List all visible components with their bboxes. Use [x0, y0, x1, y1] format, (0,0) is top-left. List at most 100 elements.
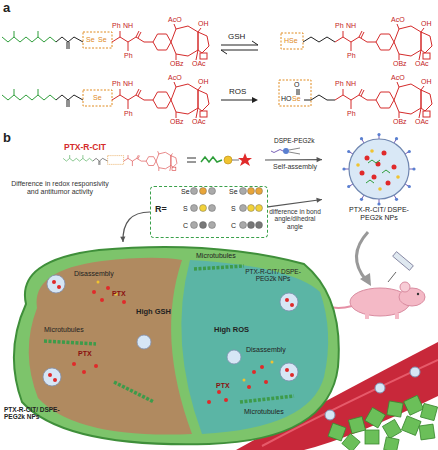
illustration-part [48, 280, 294, 404]
structure-label: Se [98, 36, 107, 44]
edge-label: Difference in redox responsivity and ant… [6, 180, 114, 196]
node-text: S [231, 205, 236, 213]
edge-label: difference in bond angle/dihedral angle [268, 208, 322, 230]
illustration-part [48, 373, 52, 377]
illustration-part [14, 247, 339, 444]
illustration-part [112, 82, 209, 118]
illustration-part [404, 395, 424, 415]
illustration-part [122, 300, 126, 304]
structure-label: AcO [391, 16, 405, 24]
node-text: Se [181, 188, 190, 196]
illustration-part [360, 137, 363, 140]
illustration-part [240, 222, 247, 229]
illustration-part [366, 160, 390, 183]
illustration-part [335, 82, 432, 118]
illustration-part [290, 373, 294, 377]
structure-label: OBz [393, 60, 407, 68]
reaction-row-2 [2, 80, 432, 118]
illustration-part [97, 281, 100, 284]
node-text: High ROS [214, 326, 249, 334]
illustration-part [114, 382, 154, 402]
node-text: PTX-R-CIT [64, 143, 106, 153]
illustration-part [221, 50, 258, 51]
illustration-part [227, 350, 241, 364]
illustration-part [388, 272, 396, 282]
illustration-part [221, 50, 227, 54]
illustration-part [252, 97, 258, 103]
illustration-part [365, 430, 379, 444]
structure-label: Ph [335, 22, 344, 30]
illustration-part [365, 156, 370, 161]
illustration-part [260, 365, 264, 369]
molecule-icon [63, 151, 252, 171]
structure-label: NH [346, 80, 356, 88]
lipid-icon [271, 148, 300, 154]
node-text: C [231, 222, 236, 230]
node-text: PTX [112, 290, 126, 298]
illustration-part [408, 185, 411, 188]
structure-label: Ph [347, 52, 356, 60]
illustration-part [82, 370, 86, 374]
illustration-part [63, 155, 108, 165]
illustration-part [200, 205, 207, 212]
illustration-part [57, 285, 61, 289]
illustration-part [271, 150, 283, 153]
illustration-part [280, 363, 298, 381]
node-text: PTX [216, 382, 230, 390]
structure-label: Ph [335, 80, 344, 88]
syringe [388, 252, 413, 282]
structure-label: NH [123, 80, 133, 88]
illustration-part [283, 148, 289, 154]
structure-label: HSe [284, 37, 298, 45]
illustration-part [44, 341, 96, 344]
illustration-part [372, 175, 377, 180]
injection-arrow [356, 232, 371, 286]
node-text: S [183, 205, 188, 213]
illustration-part [377, 202, 380, 205]
illustration-part [297, 89, 298, 95]
illustration-part [137, 335, 151, 349]
illustration-part [290, 303, 294, 307]
illustration-part [377, 133, 380, 136]
structure-label: OH [421, 20, 432, 28]
structure-label: AcO [168, 74, 182, 82]
nanoparticle [322, 133, 436, 228]
structure-label: AcO [391, 74, 405, 82]
node-text: R= [155, 204, 167, 214]
connector-line [265, 159, 322, 161]
illustration-part [392, 165, 397, 170]
illustration-part [106, 286, 110, 290]
illustration-part [72, 362, 76, 366]
node-text: Se [229, 188, 238, 196]
illustration-part [356, 163, 360, 167]
structure-label: Se [86, 36, 95, 44]
illustration-part [342, 133, 415, 206]
illustration-part [356, 232, 368, 280]
illustration-part [108, 156, 124, 165]
illustration-part [325, 410, 335, 420]
illustration-part [360, 198, 363, 201]
connector [120, 212, 150, 242]
illustration-part [191, 222, 198, 229]
illustration-part [386, 181, 391, 186]
illustration-part [382, 151, 387, 156]
structure-label: Ph [124, 52, 133, 60]
structure-label: OH [198, 78, 209, 86]
illustration-part [43, 275, 298, 386]
illustration-part [387, 401, 403, 417]
illustration-part [342, 167, 345, 170]
illustration-part [47, 275, 65, 293]
node-text: C [183, 222, 188, 230]
illustration-part [191, 188, 198, 195]
illustration-part [200, 188, 207, 195]
illustration-part [396, 175, 400, 179]
illustration-part [347, 185, 350, 188]
illustration-part [53, 378, 57, 382]
reaction-row-1 [2, 24, 432, 60]
illustration-part [256, 205, 263, 212]
illustration-part [52, 280, 56, 284]
edge-label: Self-assembly [266, 163, 324, 171]
structure-label: OBz [170, 60, 184, 68]
illustration-part [224, 156, 232, 164]
illustration-part [366, 180, 374, 183]
